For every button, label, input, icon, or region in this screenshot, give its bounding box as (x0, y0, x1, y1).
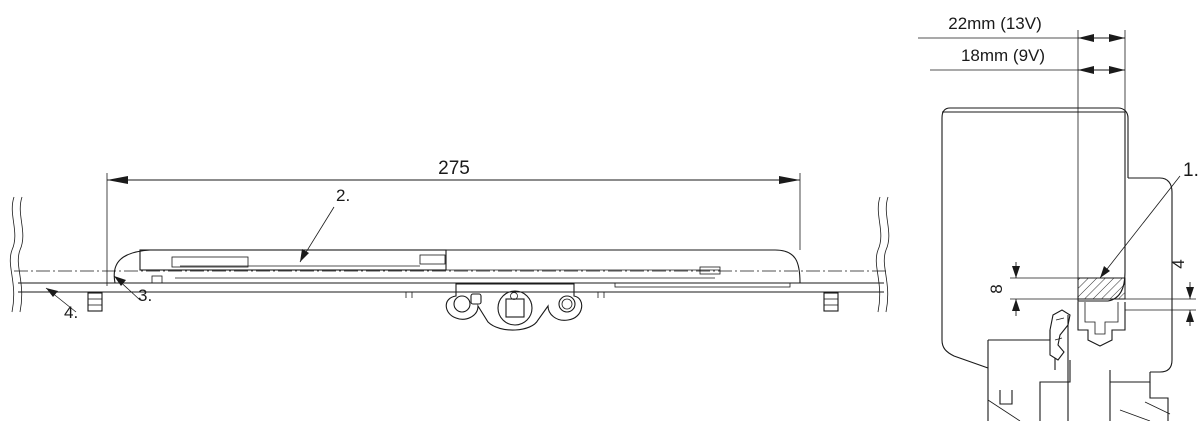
arrow-22mm-left (1078, 34, 1094, 42)
dimension-8-label: 8 (987, 284, 1006, 293)
screw-hole-left (453, 295, 471, 313)
callout-2: 2. (336, 186, 350, 205)
callout-4: 4. (64, 303, 78, 322)
hardware-groove (1077, 302, 1126, 347)
mechanism-plate (139, 249, 447, 271)
leader-1 (1099, 175, 1181, 279)
mechanism-tab (151, 275, 163, 284)
arrow-8-top (1012, 266, 1020, 278)
sash-outer (941, 107, 1129, 369)
arrow-275-left (107, 176, 128, 184)
break-line-left-outer (9, 196, 16, 313)
hardware-inner (1084, 302, 1119, 335)
arrow-22mm-right (1109, 34, 1125, 42)
arrow-4-bottom (1186, 310, 1194, 322)
screw-hole-right-inner (561, 298, 573, 310)
break-line-right-inner (883, 196, 890, 313)
dimension-22mm-label: 22mm (13V) (948, 14, 1042, 33)
gearbox-plate (445, 283, 583, 331)
arrow-8-bottom (1012, 299, 1020, 311)
leader-1-arrow (1100, 266, 1110, 278)
leader-3-arrow (114, 276, 126, 286)
square-spindle-hole (505, 298, 525, 318)
top-view: 275 2. 3. 4. (9, 158, 890, 331)
seal (1049, 309, 1071, 361)
end-stop-left (87, 292, 103, 312)
frame-diagonals (987, 399, 1171, 421)
seal-detail (1054, 317, 1065, 341)
break-line-left-inner (17, 196, 24, 313)
pin-mark (510, 292, 518, 300)
key-slot (470, 293, 482, 305)
leader-4-arrow (46, 288, 58, 297)
callout-1: 1. (1183, 160, 1199, 181)
dimension-4-label: 4 (1169, 259, 1188, 268)
arrow-18mm-left (1078, 66, 1094, 74)
spindle-boss (497, 290, 533, 326)
bar-groove (614, 282, 791, 288)
callout-3: 3. (138, 286, 152, 305)
end-stop-right (823, 292, 839, 312)
break-line-right-outer (875, 196, 882, 313)
hatched-bar (1077, 277, 1126, 300)
arrow-18mm-right (1109, 66, 1125, 74)
dimension-275-label: 275 (438, 158, 470, 179)
mechanism-slider (419, 254, 446, 265)
dimension-18mm-label: 18mm (9V) (961, 46, 1045, 65)
cross-section: 8 4 1. 22mm (13V) 18mm (9V) (918, 14, 1199, 421)
arrow-4-top (1186, 287, 1194, 299)
sash-profile (942, 111, 1126, 421)
mechanism-slot-1 (171, 256, 249, 268)
leader-2-arrow (300, 249, 309, 262)
arrow-275-right (779, 176, 800, 184)
mechanism-end (699, 266, 721, 275)
screw-hole-right (558, 295, 576, 313)
frame-inner (1039, 358, 1151, 421)
frame-notches (999, 382, 1169, 421)
